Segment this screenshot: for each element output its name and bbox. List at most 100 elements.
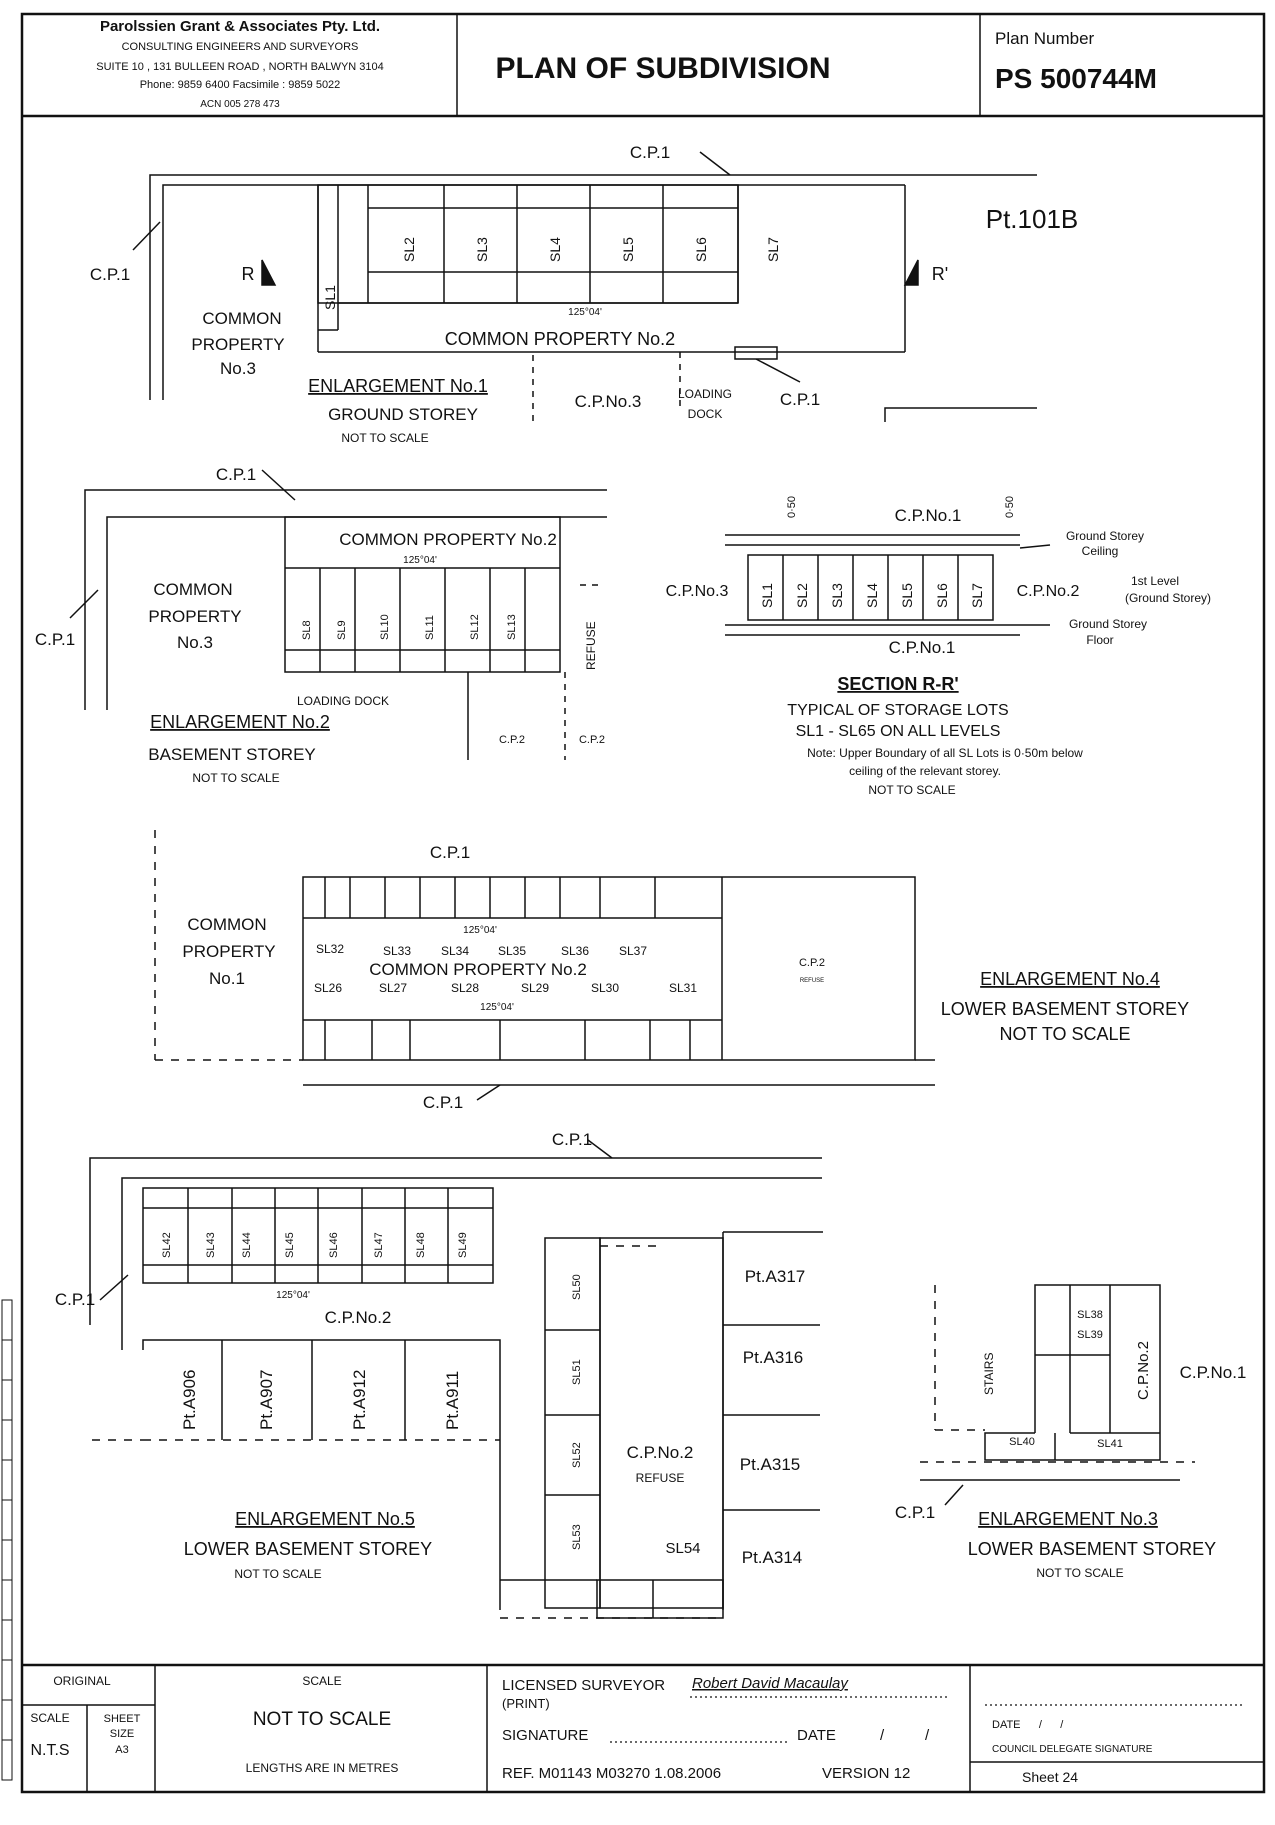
footer-labels: ORIGINAL SCALE N.T.S SHEET SIZE A3 SCALE… — [30, 1674, 1245, 1785]
enl5-title: ENLARGEMENT No.5 — [235, 1509, 415, 1529]
section-lot-sl6: SL6 — [934, 583, 950, 608]
company-phone: Phone: 9859 6400 Facsimile : 9859 5022 — [140, 79, 341, 91]
lot-sl37: SL37 — [619, 944, 647, 958]
enl5-bearing: 125°04' — [276, 1290, 310, 1301]
parcel-pt-a907: Pt.A907 — [257, 1370, 276, 1431]
enl5-cp1-top: C.P.1 — [552, 1130, 592, 1149]
enl3-nts: NOT TO SCALE — [1036, 1566, 1123, 1580]
enl1-storey: GROUND STOREY — [328, 405, 478, 424]
enl5-refuse: REFUSE — [636, 1471, 685, 1485]
enlargement-4 — [154, 830, 935, 1101]
footer-not-to-scale: NOT TO SCALE — [253, 1709, 391, 1730]
footer-council-sig: COUNCIL DELEGATE SIGNATURE — [992, 1744, 1153, 1755]
footer-signature: SIGNATURE — [502, 1727, 588, 1744]
enl4-cp2: C.P.2 — [799, 957, 825, 969]
enl4-refuse: REFUSE — [800, 978, 824, 984]
enl1-cpno3: C.P.No.3 — [575, 392, 642, 411]
lot-sl12: SL12 — [469, 614, 481, 640]
lot-sl48: SL48 — [415, 1232, 427, 1258]
enl1-pt101b: Pt.101B — [986, 204, 1079, 234]
enl2-common-l1: COMMON — [153, 580, 232, 599]
parcel-pt-a911: Pt.A911 — [443, 1371, 462, 1430]
enlargement-1-labels: C.P.1 C.P.1 Pt.101B R R' COMMON PROPERTY… — [90, 143, 1078, 445]
enl1-loading-2: DOCK — [688, 407, 723, 421]
lot-sl41: SL41 — [1097, 1438, 1123, 1450]
lot-sl46: SL46 — [328, 1232, 340, 1258]
enlargement-1 — [132, 151, 1037, 422]
enl2-nts: NOT TO SCALE — [192, 771, 279, 785]
company-name: Parolssien Grant & Associates Pty. Ltd. — [100, 18, 380, 35]
company-subtitle: CONSULTING ENGINEERS AND SURVEYORS — [122, 41, 359, 53]
footer-version: VERSION 12 — [822, 1765, 910, 1782]
section-floor-1: Ground Storey — [1069, 617, 1147, 631]
section-lot-sl1: SL1 — [759, 583, 775, 608]
section-cpno1-bottom: C.P.No.1 — [889, 638, 956, 657]
section-lot-sl5: SL5 — [899, 583, 915, 608]
lot-sl36: SL36 — [561, 944, 589, 958]
enl1-cp1-left: C.P.1 — [90, 265, 130, 284]
enl1-common-l3: No.3 — [220, 359, 256, 378]
section-line-2: SL1 - SL65 ON ALL LEVELS — [796, 723, 1001, 740]
lot-sl39: SL39 — [1077, 1329, 1103, 1341]
enl2-title: ENLARGEMENT No.2 — [150, 712, 330, 732]
enlargement-2 — [69, 469, 607, 760]
enl4-bearing-bottom: 125°04' — [480, 1002, 514, 1013]
enl2-refuse: REFUSE — [584, 621, 598, 670]
lot-sl30: SL30 — [591, 981, 619, 995]
section-cpno1-top: C.P.No.1 — [895, 506, 962, 525]
lot-sl49: SL49 — [457, 1232, 469, 1258]
footer-sheet-size-2: SIZE — [110, 1728, 134, 1740]
lot-sl32: SL32 — [316, 942, 344, 956]
section-cpno3: C.P.No.3 — [666, 583, 729, 600]
section-note-2: ceiling of the relevant storey. — [849, 764, 1001, 778]
enl2-storey: BASEMENT STOREY — [148, 745, 316, 764]
footer-scale-value: N.T.S — [30, 1742, 69, 1759]
enl4-common-l2: PROPERTY — [182, 942, 275, 961]
margin-scale-bar — [1, 1299, 13, 1781]
lot-sl42: SL42 — [161, 1232, 173, 1258]
footer-date: DATE — [797, 1727, 836, 1744]
parcel-pt-a314: Pt.A314 — [742, 1548, 803, 1567]
footer-scale-label: SCALE — [30, 1711, 69, 1725]
lot-sl6: SL6 — [693, 237, 709, 262]
company-address: SUITE 10 , 131 BULLEEN ROAD , NORTH BALW… — [96, 61, 384, 73]
parcel-pt-a315: Pt.A315 — [740, 1455, 801, 1474]
footer-sheet-size-1: SHEET — [104, 1713, 141, 1725]
footer-title-block — [22, 1663, 1264, 1792]
section-ceiling-2: Ceiling — [1082, 544, 1119, 558]
lot-sl10: SL10 — [379, 614, 391, 640]
enl1-nts: NOT TO SCALE — [341, 431, 428, 445]
lot-sl13: SL13 — [506, 614, 518, 640]
lot-sl26: SL26 — [314, 981, 342, 995]
lot-sl31: SL31 — [669, 981, 697, 995]
section-lot-sl4: SL4 — [864, 583, 880, 608]
lot-sl28: SL28 — [451, 981, 479, 995]
enlargement-5-labels: C.P.1 C.P.1 C.P.No.2 125°04' ENLARGEMENT… — [55, 1130, 805, 1581]
enl2-common-l3: No.3 — [177, 633, 213, 652]
footer-date-slash-1: / — [880, 1727, 885, 1744]
enl1-title: ENLARGEMENT No.1 — [308, 376, 488, 396]
enl1-common-l1: COMMON — [202, 309, 281, 328]
section-nts: NOT TO SCALE — [868, 783, 955, 797]
enlargement-4-labels: C.P.1 C.P.1 COMMON PROPERTY No.1 COMMON … — [182, 843, 1189, 1112]
parcel-pt-a317: Pt.A317 — [745, 1267, 806, 1286]
section-level-2: (Ground Storey) — [1125, 591, 1211, 605]
enl5-cp1-left: C.P.1 — [55, 1290, 95, 1309]
sheet-border — [20, 12, 1266, 1794]
enl5-cp2-center: C.P.No.2 — [627, 1443, 694, 1462]
enl5-cpno2: C.P.No.2 — [325, 1308, 392, 1327]
lot-sl1: SL1 — [322, 285, 338, 310]
section-level-1: 1st Level — [1131, 574, 1179, 588]
enl4-cpno2: COMMON PROPERTY No.2 — [369, 960, 587, 979]
section-lot-sl3: SL3 — [829, 583, 845, 608]
plan-title: PLAN OF SUBDIVISION — [495, 52, 830, 85]
enl1-loading-1: LOADING — [678, 387, 732, 401]
lot-sl7: SL7 — [765, 237, 781, 262]
enl1-rprime-marker: R' — [932, 264, 948, 284]
lot-sl45: SL45 — [284, 1232, 296, 1258]
enl4-nts: NOT TO SCALE — [999, 1024, 1130, 1044]
enl4-common-l1: COMMON — [187, 915, 266, 934]
section-dim-right: 0·50 — [1004, 496, 1016, 518]
footer-lengths: LENGTHS ARE IN METRES — [246, 1761, 399, 1775]
company-acn: ACN 005 278 473 — [200, 99, 280, 110]
